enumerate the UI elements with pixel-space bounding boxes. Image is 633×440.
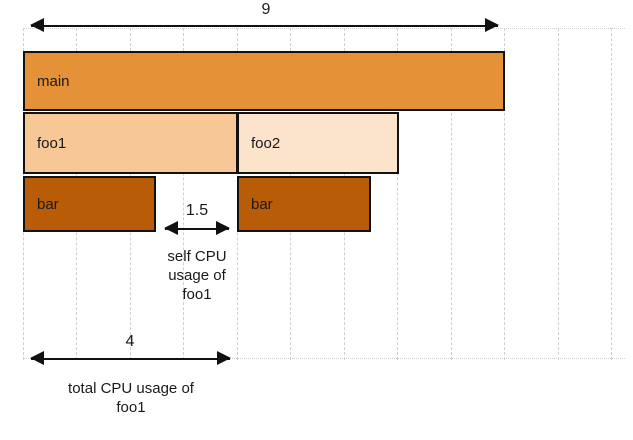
grid-hrule-top — [23, 28, 625, 29]
measure-line — [31, 25, 498, 27]
measure-line — [31, 358, 230, 360]
caption-self-cpu-foo1: self CPU usage of foo1 — [137, 248, 257, 304]
measure-value-total-cpu-foo1: 4 — [125, 333, 135, 350]
frame-label-foo2: foo2 — [251, 134, 281, 152]
arrow-head-left-icon — [30, 18, 44, 32]
gridline-10 — [558, 28, 559, 360]
frame-foo2[interactable]: foo2 — [237, 112, 399, 174]
arrow-head-right-icon — [216, 221, 230, 235]
caption-line-2: foo1 — [116, 398, 146, 416]
caption-line-3: foo1 — [182, 285, 212, 303]
grid-hrule-bottom — [23, 358, 625, 359]
arrow-head-left-icon — [164, 221, 178, 235]
gridline-11 — [611, 28, 612, 360]
measure-value-self-cpu-foo1: 1.5 — [185, 202, 209, 219]
arrow-head-right-icon — [217, 351, 231, 365]
gridline-9 — [504, 28, 505, 360]
measure-value-total-width: 9 — [261, 1, 271, 18]
gridline-8 — [451, 28, 452, 360]
frame-label-bar-right: bar — [251, 195, 273, 213]
gridline-3 — [183, 28, 184, 360]
frame-bar-left[interactable]: bar — [23, 176, 156, 232]
frame-main[interactable]: main — [23, 51, 505, 111]
arrow-head-left-icon — [30, 351, 44, 365]
caption-line-2: usage of — [168, 266, 226, 284]
frame-bar-right[interactable]: bar — [237, 176, 371, 232]
caption-total-cpu-foo1: total CPU usage of foo1 — [40, 380, 222, 418]
frame-label-bar-left: bar — [37, 195, 59, 213]
measure-line — [165, 228, 229, 230]
frame-label-main: main — [37, 72, 70, 90]
gridline-7 — [397, 28, 398, 360]
caption-line-1: total CPU usage of — [68, 380, 194, 397]
frame-foo1[interactable]: foo1 — [23, 112, 238, 174]
arrow-head-right-icon — [485, 18, 499, 32]
frame-label-foo1: foo1 — [37, 134, 67, 152]
caption-line-1: self CPU — [167, 248, 227, 265]
